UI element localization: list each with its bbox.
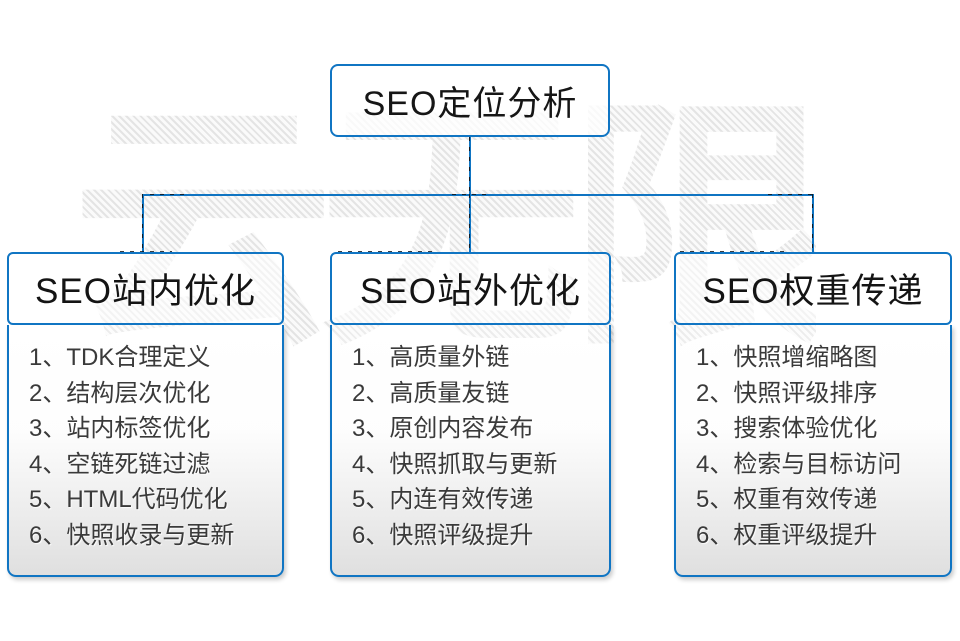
- list-item: 2、结构层次优化: [29, 379, 211, 407]
- list-item: 4、空链死链过滤: [29, 450, 211, 478]
- list-item: 5、权重有效传递: [696, 486, 878, 513]
- column-header: SEO站外优化: [330, 252, 611, 325]
- list-item: 5、内连有效传递: [352, 486, 534, 513]
- column-onsite-optimization: SEO站内优化 1、TDK合理定义 2、结构层次优化 3、站内标签优化 4、空链…: [7, 252, 284, 577]
- column-header-label: SEO站内优化: [35, 272, 256, 311]
- list-item: 6、快照收录与更新: [29, 521, 235, 549]
- root-node-seo-positioning: SEO定位分析: [330, 64, 610, 137]
- connector-left-vertical: [142, 194, 144, 254]
- connector-dash-mark: [452, 194, 486, 195]
- root-node-label: SEO定位分析: [362, 85, 578, 123]
- list-item: 3、站内标签优化: [29, 415, 211, 442]
- list-item: 4、快照抓取与更新: [352, 450, 558, 478]
- connector-root-vertical: [469, 137, 471, 195]
- connector-dash-mark: [680, 251, 790, 252]
- list-item: 4、检索与目标访问: [696, 450, 902, 478]
- list-item: 3、原创内容发布: [352, 415, 534, 442]
- list-item: 1、高质量外链: [352, 344, 510, 371]
- column-header: SEO站内优化: [7, 252, 284, 325]
- list-item: 5、HTML代码优化: [29, 486, 228, 513]
- column-weight-transfer: SEO权重传递 1、快照增缩略图 2、快照评级排序 3、搜索体验优化 4、检索与…: [674, 252, 952, 577]
- list-item: 6、权重评级提升: [696, 521, 878, 549]
- list-item: 1、TDK合理定义: [29, 344, 211, 371]
- connector-dash-mark: [768, 194, 812, 195]
- column-offsite-optimization: SEO站外优化 1、高质量外链 2、高质量友链 3、原创内容发布 4、快照抓取与…: [330, 252, 611, 577]
- connector-dash-mark: [150, 194, 184, 195]
- list-item: 3、搜索体验优化: [696, 415, 878, 442]
- list-item: 2、快照评级排序: [696, 379, 878, 407]
- column-item-list: 1、高质量外链 2、高质量友链 3、原创内容发布 4、快照抓取与更新 5、内连有…: [330, 325, 611, 577]
- column-header-label: SEO权重传递: [702, 272, 924, 311]
- list-item: 6、快照评级提升: [352, 521, 534, 549]
- connector-dash-mark: [338, 251, 434, 252]
- list-item: 1、快照增缩略图: [696, 344, 878, 371]
- connector-right-vertical: [812, 194, 814, 254]
- column-header-label: SEO站外优化: [360, 272, 581, 311]
- connector-horizontal-bar: [142, 194, 814, 196]
- column-item-list: 1、TDK合理定义 2、结构层次优化 3、站内标签优化 4、空链死链过滤 5、H…: [7, 325, 284, 577]
- column-header: SEO权重传递: [674, 252, 952, 325]
- connector-dash-mark: [120, 251, 172, 252]
- column-item-list: 1、快照增缩略图 2、快照评级排序 3、搜索体验优化 4、检索与目标访问 5、权…: [674, 325, 952, 577]
- list-item: 2、高质量友链: [352, 379, 510, 407]
- connector-middle-vertical: [469, 194, 471, 254]
